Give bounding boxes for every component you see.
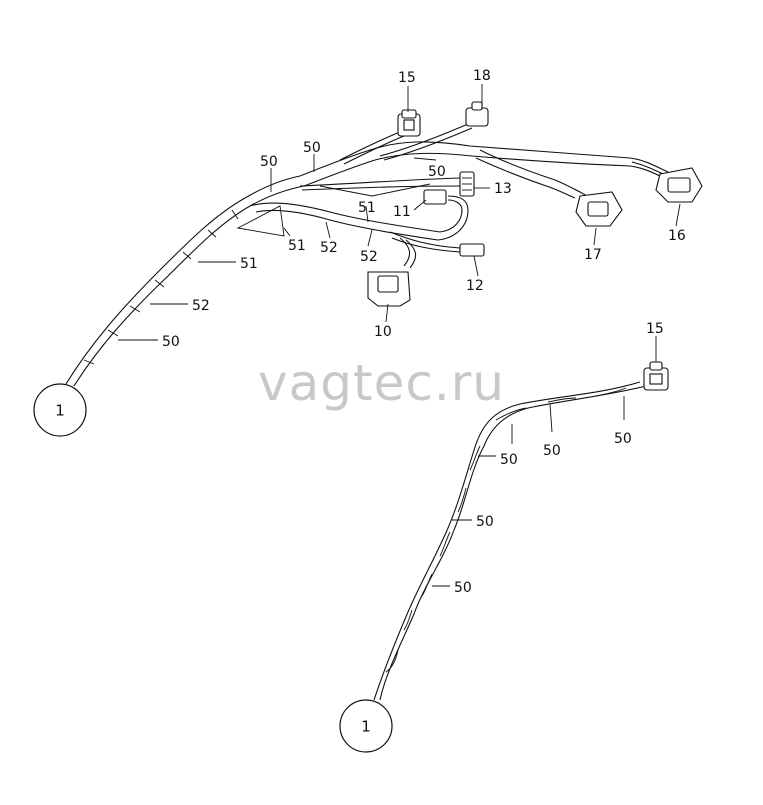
branch-top-inner bbox=[303, 152, 631, 187]
callout-51: 51 bbox=[358, 200, 376, 216]
connector-10 bbox=[367, 271, 411, 307]
callout-50: 50 bbox=[476, 514, 494, 530]
harness-start-label: 1 bbox=[55, 402, 65, 420]
callout-17: 17 bbox=[584, 247, 602, 263]
harness-start-circle bbox=[33, 383, 87, 437]
callout-50: 50 bbox=[303, 140, 321, 156]
connector-17 bbox=[575, 191, 623, 227]
callout-50: 50 bbox=[500, 452, 518, 468]
callout-50: 50 bbox=[260, 154, 278, 170]
trunk-sheath-inner bbox=[73, 185, 305, 387]
connector-15-bottom bbox=[643, 361, 669, 391]
callout-12: 12 bbox=[466, 278, 484, 294]
callout-13: 13 bbox=[494, 181, 512, 197]
twisted-start-circle bbox=[339, 699, 393, 753]
connector-12 bbox=[459, 243, 485, 257]
callout-11: 11 bbox=[393, 204, 411, 220]
trunk-sheath-outer bbox=[65, 175, 301, 385]
connector-13 bbox=[459, 171, 475, 197]
twisted-start-label: 1 bbox=[361, 718, 371, 736]
callout-52: 52 bbox=[320, 240, 338, 256]
twisted-harness: 1 15 50 50 50 50 50 bbox=[339, 321, 669, 753]
callout-52: 52 bbox=[192, 298, 210, 314]
branch-top-outer bbox=[299, 141, 631, 177]
callout-50: 50 bbox=[543, 443, 561, 459]
callout-16: 16 bbox=[668, 228, 686, 244]
callout-51: 51 bbox=[288, 238, 306, 254]
connector-11 bbox=[423, 189, 447, 205]
callout-18: 18 bbox=[473, 68, 491, 84]
callout-50: 50 bbox=[454, 580, 472, 596]
callout-15: 15 bbox=[646, 321, 664, 337]
callout-10: 10 bbox=[374, 324, 392, 340]
watermark: vagtec.ru bbox=[258, 354, 505, 412]
callout-15: 15 bbox=[398, 70, 416, 86]
callout-50: 50 bbox=[162, 334, 180, 350]
connector-15-top bbox=[397, 109, 421, 137]
callout-50: 50 bbox=[614, 431, 632, 447]
callout-50: 50 bbox=[428, 164, 446, 180]
callout-52: 52 bbox=[360, 249, 378, 265]
main-harness: 1 15 18 50 50 50 13 11 bbox=[33, 68, 703, 437]
connector-18 bbox=[465, 101, 489, 127]
callout-51: 51 bbox=[240, 256, 258, 272]
connector-16 bbox=[655, 167, 703, 203]
